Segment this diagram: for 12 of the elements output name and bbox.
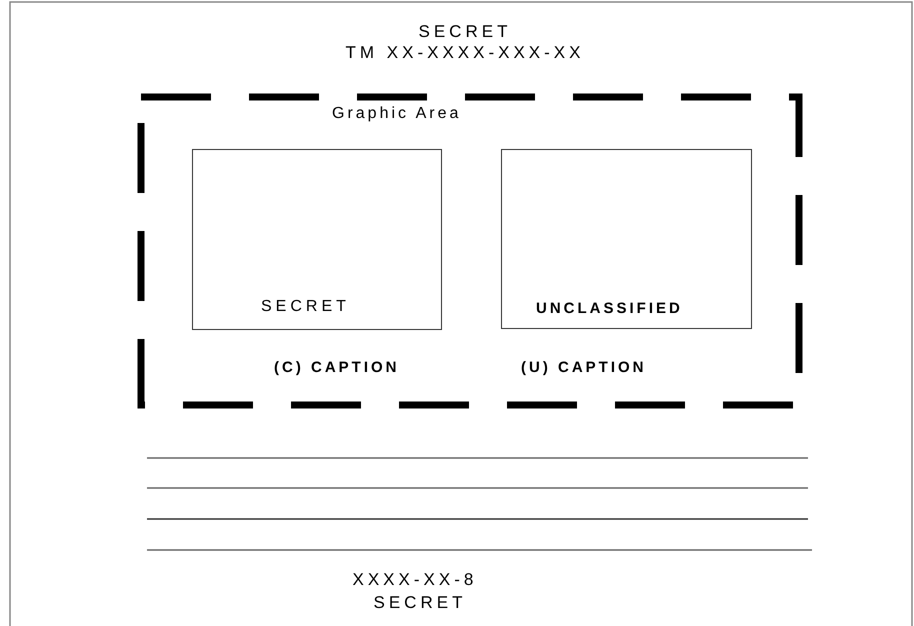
figure-frame xyxy=(501,149,752,329)
area-title: Graphic Area xyxy=(332,105,462,123)
classification-marking: SECRET xyxy=(374,593,466,613)
classification-marking: SECRET xyxy=(418,22,512,42)
figure-caption: (U) CAPTION xyxy=(521,359,646,376)
dashed-graphic-area xyxy=(137,93,803,409)
classification-marking: UNCLASSIFIED xyxy=(536,300,683,317)
document-number: TM XX-XXXX-XXX-XX xyxy=(346,43,584,63)
page-number: XXXX-XX-8 xyxy=(352,570,478,590)
classification-marking: SECRET xyxy=(261,298,350,316)
figure-caption: (C) CAPTION xyxy=(274,359,400,376)
figure-frame xyxy=(192,149,442,330)
